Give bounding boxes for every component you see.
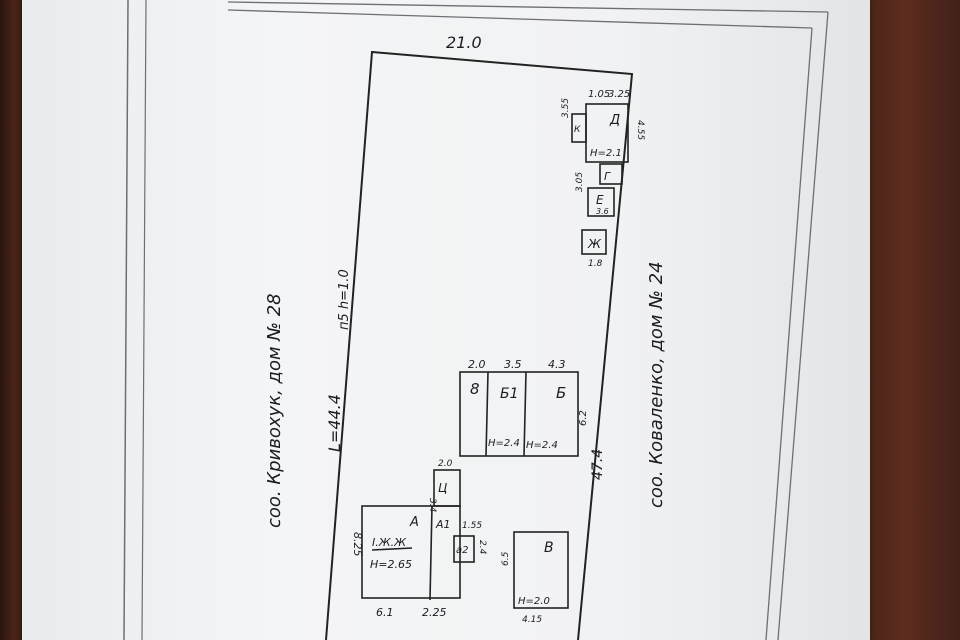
building-a-outline [361,505,461,599]
building-zh [581,229,607,255]
label-g: Г [604,170,611,183]
label-b1: Б1 [500,386,519,402]
building-b-divider-2 [523,371,527,457]
label-k: К [574,125,581,135]
building-a2 [453,535,475,563]
dim-left-length: L=44.4 [325,394,344,452]
building-v [513,531,569,609]
label-b8: 8 [470,380,480,398]
dim-a2-right: 2.4 [477,540,487,555]
dim-d-left: 3.55 [561,98,571,118]
building-e [587,187,615,217]
wooden-surface-right [868,0,960,640]
dim-b-top-3: 4.3 [548,358,566,371]
dim-v-bottom: 4.15 [522,615,542,625]
dim-a-left: 8.25 [351,532,364,557]
label-b1-height: Н=2.4 [488,438,520,449]
label-zh: Ж [587,237,602,251]
wooden-surface-left [0,0,26,640]
label-b-height: Н=2.4 [526,440,558,451]
paper-sheet [22,0,870,640]
label-b: Б [556,384,566,402]
frame-borders [123,0,829,640]
dim-d-right: 4.55 [635,120,645,140]
neighbor-left: соо. Кривохук, дом № 28 [264,293,285,528]
building-a-divider [429,505,433,601]
building-b-group [459,371,579,457]
label-a-height: Н=2.65 [370,558,412,571]
building-k [571,113,587,143]
dim-a1-right: 1.55 [462,521,482,531]
dim-c-left: 3.4 [427,498,437,513]
building-a-group [361,469,475,601]
dim-a-bottom-1: 6.1 [376,606,394,619]
dim-b-top-2: 3.5 [504,358,522,371]
label-d-height: Н=2.1 [590,148,622,159]
label-a2: а2 [456,545,469,556]
dim-b-top-1: 2.0 [468,358,486,371]
dim-e-left: 3.05 [575,172,585,192]
label-v: В [544,540,554,556]
dim-small-top-1: 1.05 [588,89,610,100]
label-d: Д [609,113,620,128]
dim-top-width: 21.0 [446,33,482,52]
dim-b-right: 6.2 [578,410,589,426]
building-d-group [571,103,629,255]
plot-boundary [325,50,634,640]
building-a-underline [371,547,413,551]
dim-left-note: п5 h=1.0 [337,269,352,330]
dim-right-length: 47.4 [590,449,606,480]
neighbor-right: соо. Коваленко, дом № 24 [646,261,667,508]
dim-v-left: 6.5 [501,551,511,566]
label-v-height: Н=2.0 [518,596,550,607]
building-b-divider-1 [485,371,489,457]
building-g [599,163,623,185]
label-e: Е [596,193,604,207]
dim-c-top: 2.0 [438,459,453,469]
dim-e-bottom: 1.8 [588,259,603,269]
building-b-outline [459,371,579,457]
label-a-use: I.Ж.Ж [372,536,407,549]
label-ts: Ц [438,481,447,495]
dim-a-bottom-2: 2.25 [422,606,447,619]
label-e-dim: 3.6 [596,207,609,216]
label-a: А [409,515,419,530]
dim-small-top-2: 3.25 [608,89,630,100]
label-a1: А1 [435,518,451,531]
